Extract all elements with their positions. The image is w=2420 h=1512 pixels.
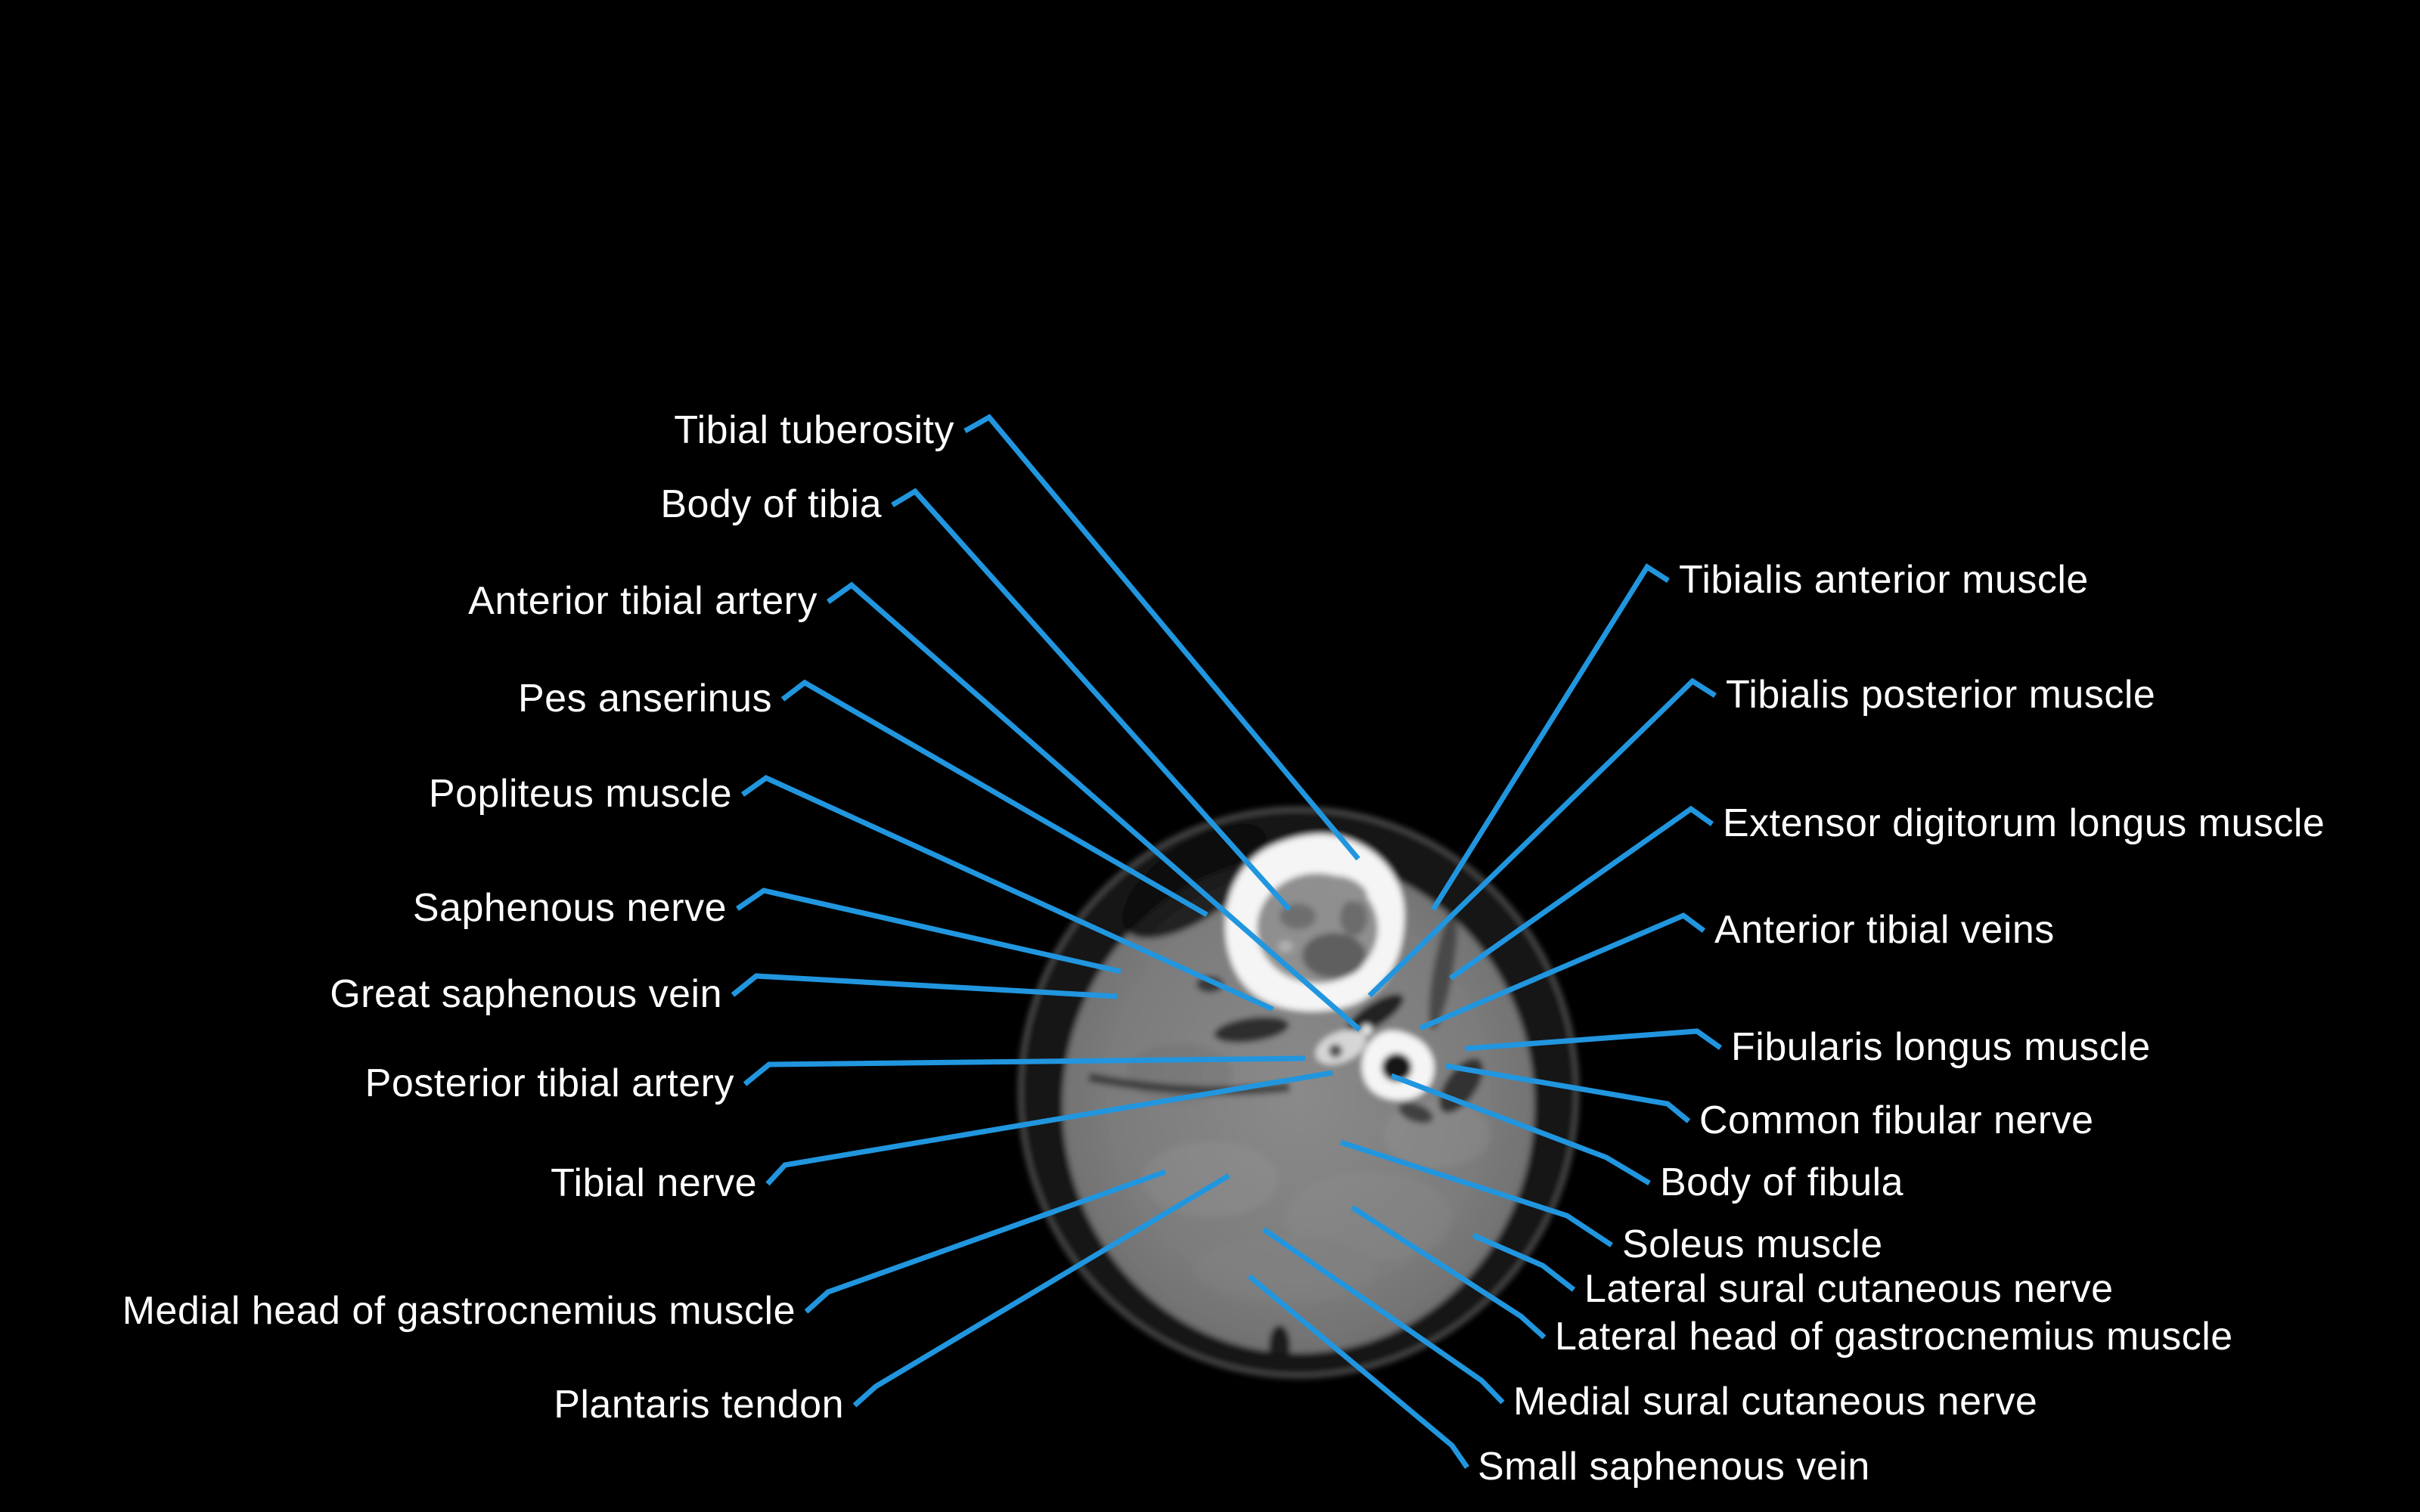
leader-line-fibularis-longus-muscle <box>1464 1028 1723 1052</box>
vessel-bundle <box>1315 1024 1372 1064</box>
leader-line-extensor-digitorum-longus-muscle <box>1448 805 1714 981</box>
ct-leg-cross-section <box>1018 807 1579 1378</box>
leader-line-pes-anserinus <box>780 679 1208 918</box>
leader-line-anterior-tibial-artery <box>826 581 1362 1032</box>
medial-fat-wedge <box>1122 823 1268 939</box>
leader-line-lateral-sural-cutaneous-nerve <box>1472 1232 1576 1292</box>
leader-line-saphenous-nerve <box>736 888 1122 974</box>
leader-line-tibialis-anterior-muscle <box>1431 563 1670 911</box>
leader-line-posterior-tibial-artery <box>743 1055 1306 1086</box>
leader-line-common-fibular-nerve <box>1445 1063 1691 1123</box>
leader-line-anterior-tibial-veins <box>1419 912 1706 1031</box>
leader-lines <box>731 414 1723 1469</box>
leader-line-medial-sural-cutaneous-nerve <box>1262 1227 1505 1405</box>
leader-line-tibial-nerve <box>765 1070 1333 1186</box>
tibia-marrow-mottling <box>1278 875 1368 978</box>
leader-line-popliteus-muscle <box>740 774 1274 1012</box>
anterior-septum-streak <box>1429 913 1457 1030</box>
leader-line-soleus-muscle <box>1339 1139 1613 1247</box>
leader-line-tibial-tuberosity <box>963 414 1360 861</box>
leader-line-body-of-fibula <box>1390 1073 1651 1186</box>
leader-line-tibialis-posterior-muscle <box>1367 677 1717 998</box>
leader-line-small-saphenous-vein <box>1247 1274 1469 1469</box>
leader-line-medial-head-gastrocnemius <box>804 1169 1167 1314</box>
leader-line-body-of-tibia <box>891 488 1292 912</box>
leader-line-great-saphenous-vein <box>731 973 1118 999</box>
tibia-bone <box>1225 834 1405 1012</box>
leader-line-plantaris-tendon <box>852 1173 1230 1408</box>
fibula-medullary-canal <box>1382 1053 1412 1082</box>
leader-line-lateral-head-gastrocnemius <box>1351 1205 1547 1340</box>
